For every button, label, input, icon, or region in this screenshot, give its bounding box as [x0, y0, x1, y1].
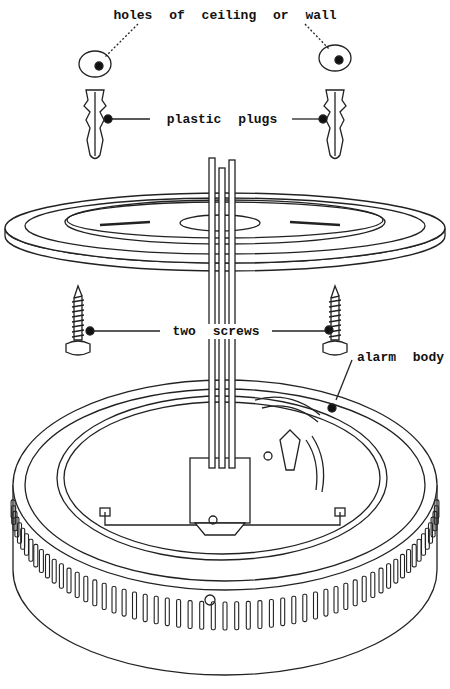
- vent-slot: [154, 596, 158, 624]
- screw-thread: [329, 320, 341, 322]
- vent-slot: [362, 576, 366, 602]
- vent-slot: [407, 550, 411, 573]
- vent-slot: [417, 539, 421, 561]
- screw-thread: [72, 310, 84, 312]
- screw-thread: [72, 335, 84, 337]
- screw-thread: [329, 305, 341, 307]
- vent-slot: [102, 583, 106, 609]
- screw-thread: [72, 300, 84, 302]
- vent-slot: [52, 559, 56, 583]
- screw-thread: [72, 330, 84, 332]
- guide-rods: [209, 158, 235, 468]
- screw-thread: [329, 310, 341, 312]
- screw-thread: [72, 315, 84, 317]
- vent-slot: [334, 587, 338, 614]
- vent-slot: [165, 598, 169, 626]
- vent-slot: [67, 568, 71, 593]
- screw-thread: [329, 325, 341, 327]
- vent-slot: [412, 544, 416, 567]
- vent-slot: [18, 523, 22, 544]
- vent-slot: [379, 568, 383, 593]
- screw-thread: [329, 330, 341, 332]
- vent-slot: [387, 564, 391, 588]
- screw-thread: [329, 335, 341, 337]
- vent-slot: [133, 592, 137, 619]
- vent-slot: [39, 550, 43, 573]
- screw-thread: [329, 300, 341, 302]
- screws: [66, 286, 347, 355]
- vent-slot: [223, 602, 227, 630]
- vent-slot: [394, 559, 398, 583]
- screw-thread: [72, 325, 84, 327]
- vent-slot: [188, 601, 192, 629]
- vent-slot: [246, 601, 250, 629]
- vent-slot: [84, 576, 88, 602]
- vent-slot: [235, 602, 239, 630]
- vent-slot: [269, 600, 273, 628]
- part-label: alarm body: [355, 350, 446, 365]
- part-label: plastic plugs: [165, 112, 279, 127]
- vent-slot: [344, 583, 348, 609]
- vent-slot: [303, 594, 307, 621]
- vent-slot: [34, 544, 38, 567]
- vent-slot: [324, 589, 328, 616]
- vent-slot: [292, 596, 296, 624]
- vent-slot: [371, 572, 375, 597]
- wall-holes: [79, 24, 351, 77]
- vent-slot: [281, 598, 285, 626]
- vent-slot: [112, 587, 116, 614]
- vent-slot: [46, 554, 50, 578]
- vent-slot: [258, 601, 262, 629]
- screw-thread: [329, 315, 341, 317]
- vent-slot: [353, 580, 357, 606]
- part-label: two screws: [170, 324, 261, 339]
- vent-slot: [75, 572, 79, 597]
- vent-slot: [177, 600, 181, 628]
- vent-slots: [11, 500, 439, 630]
- vent-slot: [401, 554, 405, 578]
- part-label: holes of ceiling or wall: [111, 8, 338, 23]
- vent-slot: [59, 564, 63, 588]
- vent-slot: [122, 589, 126, 616]
- screw-thread: [72, 320, 84, 322]
- vent-slot: [314, 592, 318, 619]
- vent-slot: [200, 601, 204, 629]
- vent-slot: [431, 517, 435, 537]
- vent-slot: [93, 580, 97, 606]
- plastic-plugs: [84, 90, 346, 159]
- vent-slot: [11, 500, 15, 518]
- vent-slot: [29, 539, 33, 561]
- vent-slot: [422, 534, 426, 556]
- vent-slot: [143, 594, 147, 621]
- screw-thread: [72, 305, 84, 307]
- vent-slot: [211, 602, 215, 630]
